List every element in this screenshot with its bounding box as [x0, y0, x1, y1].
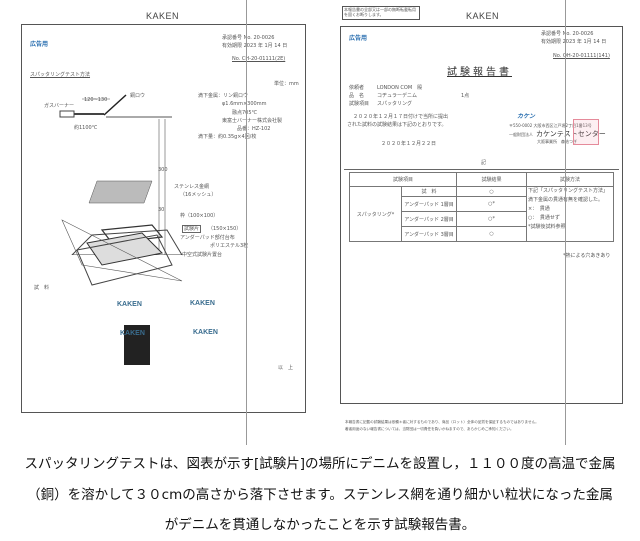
item-value: コヂュラーデニム — [377, 93, 418, 99]
org-type: 一般財団法人 — [509, 132, 533, 137]
results-table: 試験項目 試験結果 試験方法 スパッタリング* 試 料 ○ 下記「スパッタリング… — [348, 172, 614, 242]
specimen-fabric-sample — [124, 325, 150, 365]
specimen-label: 試験片 — [182, 225, 202, 233]
burner-label: ガスバーナー — [44, 103, 75, 109]
unit: 単位：mm — [274, 81, 299, 87]
spattering-test-diagram — [59, 94, 183, 255]
result-cell: ○ — [456, 226, 528, 242]
result-cell: ○* — [456, 196, 528, 212]
spec: 東富士バーナー株式会社製 — [222, 118, 283, 124]
specimen-stand-diagram — [61, 219, 183, 365]
report-date: ２０２０年１２月２２日 — [381, 141, 437, 147]
table-note: *熱による穴あきあり — [563, 253, 611, 259]
org-branch: 大阪事業所 森結つぎ — [537, 139, 577, 144]
frame-label: 枠（100×100） — [180, 213, 219, 219]
sample-label: 試 料 — [34, 285, 50, 291]
official-seal — [573, 119, 599, 145]
end-mark: 以 上 — [278, 365, 294, 371]
caption-line: （銅）を溶かして３０cmの高さから落下させます。ステンレス網を通り細かい粒状にな… — [27, 487, 613, 503]
method-line: ○： 貫通せず — [528, 215, 560, 221]
copper-label: 銅ロウ — [130, 93, 146, 99]
temp-label: 約1100℃ — [74, 125, 98, 131]
polyester-label: ポリエステル3枚 — [210, 243, 249, 249]
valid-until: 有効期限 2023 年 1月 14 日 — [541, 39, 607, 45]
footer-note: 著者用途のない報告書については、当財団は一切責任を負いかねますので、あらかじめご… — [345, 427, 514, 431]
underpad-label: アンダーパッド部付台布 — [180, 235, 235, 241]
method-line: 下記「スパッタリングテスト方法」 — [528, 188, 609, 194]
method-line: 滴下金属の貫通有無を確認した。 — [528, 196, 612, 205]
header-cell: 試験項目 — [348, 172, 458, 187]
report-body: された試料の試験結果は下記のとおりです。 — [347, 122, 447, 128]
org-name: カケンテストセンター — [536, 130, 606, 138]
valid-until: 有効期限 2023 年 1月 14 日 — [222, 43, 288, 49]
item-label: 品 名 — [349, 93, 365, 99]
table-row: アンダーパッド 2層目○* — [350, 211, 614, 227]
report-body: ２０２０年１２月１７日付けで当所に提出 — [353, 114, 449, 120]
gap-label: 30 — [158, 207, 165, 213]
method-line: ×： 貫通 — [528, 206, 550, 212]
kaken-logo: KAKEN — [193, 329, 218, 336]
divider — [344, 169, 619, 170]
footer-note: 本報告書に記載の試験結果は依頼＊者に対するものであり、商品（ロット）全体の品質を… — [345, 420, 539, 424]
caption-line: スパッタリングテストは、図表が示す[試験片]の場所にデニムを設置し，１１００度の… — [24, 456, 616, 472]
org-logo: カケン — [517, 113, 535, 120]
item-cell: 試 料 — [400, 186, 458, 197]
approval-no: 承認番号 No. 20-0026 — [222, 35, 275, 41]
scan-line — [246, 0, 247, 445]
header-cell: 試験方法 — [526, 172, 614, 187]
item-qty: 1点 — [461, 93, 470, 99]
result-cell: ○* — [456, 211, 528, 227]
item-cell: アンダーパッド 3層目 — [400, 226, 458, 242]
result-cell: ○ — [456, 186, 528, 197]
right-page-header: KAKEN — [466, 11, 500, 21]
approval-no: 承認番号 No. 20-0026 — [541, 31, 594, 37]
mesh-label: ステンレス金網 — [174, 184, 210, 190]
specimen-size-label: （150×150） — [208, 226, 242, 232]
height-label: 300 — [158, 167, 168, 173]
reproduction-notice: 本報告書の全部又は一部の無断転載転用を固くお断りします。 — [342, 6, 420, 20]
method-cell: 下記「スパッタリングテスト方法」 滴下金属の貫通有無を確認した。 ×： 貫通 ○… — [526, 186, 614, 242]
spec: 品番：HZ-102 — [237, 126, 271, 132]
doc-no: No. OH-20-01111(141) — [553, 53, 610, 59]
client-label: 依頼者 — [349, 85, 365, 91]
report-title: 試験報告書 — [447, 67, 512, 78]
scan-line — [565, 0, 566, 445]
group-cell: スパッタリング* — [349, 186, 402, 242]
table-row: アンダーパッド 3層目○ — [350, 226, 614, 242]
section-title: スパッタリングテスト方法 — [30, 72, 91, 78]
left-report-page: 広告用 承認番号 No. 20-0026 有効期限 2023 年 1月 14 日… — [21, 24, 306, 413]
test-value: スパッタリング — [377, 101, 413, 107]
kaken-logo: KAKEN — [190, 300, 215, 307]
method-line: *試験後試料参照 — [528, 224, 566, 230]
header-cell: 試験結果 — [456, 172, 528, 187]
test-label: 試験項目 — [349, 101, 370, 107]
kaken-logo: KAKEN — [120, 330, 145, 337]
mesh-sub-label: （16メッシュ） — [180, 192, 217, 198]
item-cell: アンダーパッド 2層目 — [400, 211, 458, 227]
ad-label: 広告用 — [349, 35, 368, 42]
table-header-row: 試験項目 試験結果 試験方法 — [348, 172, 614, 187]
ad-label: 広告用 — [30, 41, 49, 48]
kaken-logo: KAKEN — [117, 301, 142, 308]
doc-no: No. CH-20-01111(2E) — [232, 56, 286, 62]
client-value: LONDON COM 殿 — [377, 85, 423, 91]
spec: 滴下量：約0.35g×4回/枚 — [198, 134, 257, 140]
distance-label: 120~130 — [84, 97, 108, 103]
item-cell: アンダーパッド 1層目 — [400, 196, 458, 212]
spec: 滴下金属：リン銅ロウ — [198, 93, 249, 99]
spec: 融点705℃ — [232, 110, 258, 116]
table-row: スパッタリング* 試 料 ○ 下記「スパッタリングテスト方法」 滴下金属の貫通有… — [349, 186, 614, 242]
org-address: 〒550-0002 大阪市西区江戸堀2丁目1番13号 — [509, 123, 592, 128]
spec: φ1.6mm×300mm — [222, 101, 267, 107]
left-page-header: KAKEN — [146, 11, 180, 21]
ki-mark: 記 — [481, 160, 487, 166]
stand-label: 中空式試験片置台 — [182, 252, 223, 258]
right-report-page: 広告用 承認番号 No. 20-0026 有効期限 2023 年 1月 14 日… — [340, 26, 623, 404]
caption-line: がデニムを貫通しなかったことを示す試験報告書。 — [164, 517, 476, 533]
